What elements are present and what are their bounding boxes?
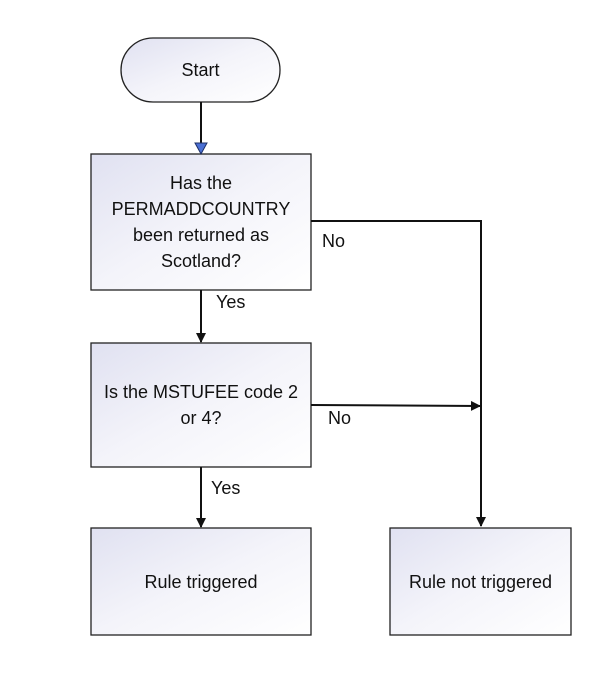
question-mstufee-line-1: Is the MSTUFEE code 2 (103, 382, 299, 402)
outcome-box-triggered (90, 527, 312, 636)
outcome-not-triggered-label: Rule not triggered (408, 571, 553, 592)
question-permaddcountry: Has the PERMADDCOUNTRY been returned as … (91, 154, 311, 290)
connector-q1-no (311, 220, 486, 527)
connector-q2-no (310, 400, 481, 411)
question-mstufee-line-2: or 4? (180, 408, 222, 428)
question-permaddcountry-line-1: Has the (169, 173, 233, 193)
question-permaddcountry-line-2: PERMADDCOUNTRY (111, 199, 291, 219)
question-permaddcountry-line-4: Scotland? (160, 251, 242, 271)
question-mstufee: Is the MSTUFEE code 2 or 4? (91, 343, 311, 467)
edge-label-q2-no: No (328, 408, 352, 428)
outcome-triggered-label: Rule triggered (144, 571, 258, 592)
outcome-box-not-triggered (389, 527, 572, 636)
edge-label-q1-yes: Yes (216, 292, 246, 312)
arrowhead-start-to-q1 (194, 142, 208, 156)
edge-label-q2-yes: Yes (211, 478, 241, 498)
decision-box-mstufee (90, 342, 312, 468)
edge-label-q1-no: No (322, 231, 346, 251)
decision-box-permaddcountry (90, 153, 312, 291)
start-label: Start (181, 60, 220, 80)
connector-start-to-q1 (194, 102, 208, 156)
question-permaddcountry-line-3: been returned as (132, 225, 270, 245)
